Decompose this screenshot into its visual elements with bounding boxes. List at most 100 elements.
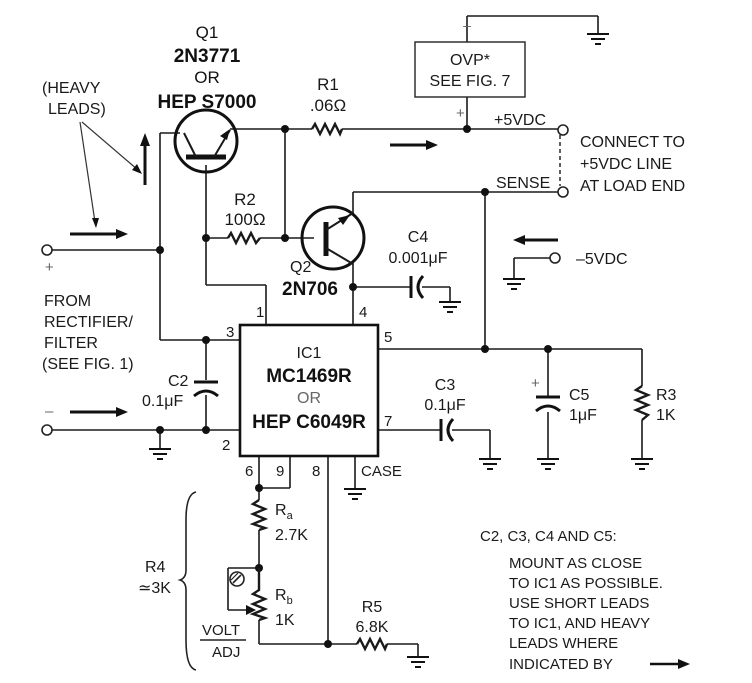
ground-icon xyxy=(536,458,560,470)
input-plus-terminal xyxy=(41,244,53,256)
note-heading: C2, C3, C4 AND C5: xyxy=(480,528,617,545)
connect-line1: CONNECT TO xyxy=(580,134,685,151)
sense-label: SENSE xyxy=(496,175,550,192)
ra-ref: Ra xyxy=(275,502,294,522)
pin-2: 2 xyxy=(222,437,230,454)
q1-part: 2N3771 xyxy=(174,46,241,67)
r2-ref: R2 xyxy=(234,190,256,209)
ovp-minus: – xyxy=(463,17,471,33)
r5-value: 6.8K xyxy=(356,619,389,636)
rb-wiper-arrow-icon xyxy=(246,605,256,615)
note-line: MOUNT AS CLOSE xyxy=(509,555,642,572)
pin-3: 3 xyxy=(226,324,234,341)
ground-icon xyxy=(586,33,610,45)
ground-icon xyxy=(438,301,462,313)
q1-or: OR xyxy=(194,68,220,87)
c4-ref: C4 xyxy=(408,229,429,246)
r1-ref: R1 xyxy=(317,75,339,94)
connect-line2: +5VDC LINE xyxy=(580,156,672,173)
ra-resistor-icon xyxy=(249,499,269,532)
pin-8: 8 xyxy=(312,463,320,480)
ic1-ref: IC1 xyxy=(297,345,322,362)
ovp-line1: OVP* xyxy=(450,52,490,69)
heavy-leads-line2: LEADS) xyxy=(48,101,106,118)
note-line: USE SHORT LEADS xyxy=(509,595,649,612)
q1-ref: Q1 xyxy=(196,23,219,42)
volt-adj-line1: VOLT xyxy=(202,622,240,639)
r4-value: ≃3K xyxy=(138,580,171,597)
c3-capacitor-icon xyxy=(439,417,455,443)
c5-capacitor-icon xyxy=(535,395,561,413)
note-line: INDICATED BY xyxy=(509,656,613,673)
r5-resistor-icon xyxy=(355,636,389,652)
ovp-box xyxy=(414,41,526,98)
c3-ref: C3 xyxy=(435,377,456,394)
ground-icon xyxy=(148,448,172,460)
pin-7: 7 xyxy=(384,413,392,430)
ovp-plus: + xyxy=(456,105,465,122)
pin-4: 4 xyxy=(359,304,367,321)
ground-icon xyxy=(630,458,654,470)
pin-5: 5 xyxy=(384,329,392,346)
heavy-lead-arrows xyxy=(70,133,690,669)
r2-resistor-icon xyxy=(226,230,261,246)
c5-polarity: + xyxy=(531,375,540,392)
input-plus-sign: + xyxy=(45,259,54,276)
r4-ref: R4 xyxy=(145,559,166,576)
r1-resistor-icon xyxy=(310,121,344,137)
minus-5vdc-terminal xyxy=(549,252,561,264)
pin-6: 6 xyxy=(245,463,253,480)
ic1-chip xyxy=(238,323,380,458)
wires xyxy=(52,15,643,656)
rb-ref: Rb xyxy=(275,587,293,607)
plus-5vdc-terminal xyxy=(557,124,569,136)
q2-transistor-icon xyxy=(300,205,366,271)
pin-9: 9 xyxy=(276,463,284,480)
from-line2: RECTIFIER/ xyxy=(44,314,133,331)
c2-value: 0.1μF xyxy=(142,393,183,410)
r1-value: .06Ω xyxy=(310,96,346,115)
input-minus-sign: – xyxy=(45,403,54,420)
c2-ref: C2 xyxy=(168,373,189,390)
plus-5vdc-label: +5VDC xyxy=(494,112,546,129)
ground-icon xyxy=(478,458,502,470)
note-line: TO IC1, AND HEAVY xyxy=(509,615,650,632)
r2-value: 100Ω xyxy=(224,210,265,229)
ground-icon xyxy=(502,278,526,290)
case-label: CASE xyxy=(361,463,402,480)
mounting-note: C2, C3, C4 AND C5: MOUNT AS CLOSE TO IC1… xyxy=(480,528,663,673)
minus-5vdc-label: –5VDC xyxy=(576,251,628,268)
note-line: TO IC1 AS POSSIBLE. xyxy=(509,575,663,592)
r3-value: 1K xyxy=(656,407,676,424)
note-line: LEADS WHERE xyxy=(509,635,618,652)
ground-icon xyxy=(406,656,430,668)
heavy-leads-leaders xyxy=(79,121,142,228)
rb-value: 1K xyxy=(275,612,295,629)
input-minus-terminal xyxy=(41,424,53,436)
q1-alt: HEP S7000 xyxy=(158,92,257,113)
from-line4: (SEE FIG. 1) xyxy=(42,356,134,373)
ground-icon xyxy=(343,488,367,500)
volt-adj-line2: ADJ xyxy=(212,644,240,661)
from-line3: FILTER xyxy=(44,335,98,352)
trimmer-adjust-icon xyxy=(229,571,245,587)
c2-capacitor-icon xyxy=(193,380,219,398)
c5-ref: C5 xyxy=(569,387,590,404)
r3-resistor-icon xyxy=(632,385,652,421)
c5-value: 1μF xyxy=(569,407,597,424)
rb-potentiometer-icon xyxy=(249,568,269,622)
ra-value: 2.7K xyxy=(275,527,308,544)
r5-ref: R5 xyxy=(362,599,383,616)
r3-ref: R3 xyxy=(656,387,677,404)
r4-brace xyxy=(177,491,197,671)
q2-part: 2N706 xyxy=(282,279,338,300)
ic1-or: OR xyxy=(297,390,321,407)
c3-value: 0.1μF xyxy=(424,397,465,414)
q1-transistor-icon xyxy=(173,108,239,174)
heavy-leads-line1: (HEAVY xyxy=(42,80,101,97)
c4-capacitor-icon xyxy=(409,274,425,300)
q2-ref: Q2 xyxy=(290,259,311,276)
sense-terminal xyxy=(557,186,569,198)
ovp-line2: SEE FIG. 7 xyxy=(430,73,511,90)
connect-line3: AT LOAD END xyxy=(580,178,685,195)
